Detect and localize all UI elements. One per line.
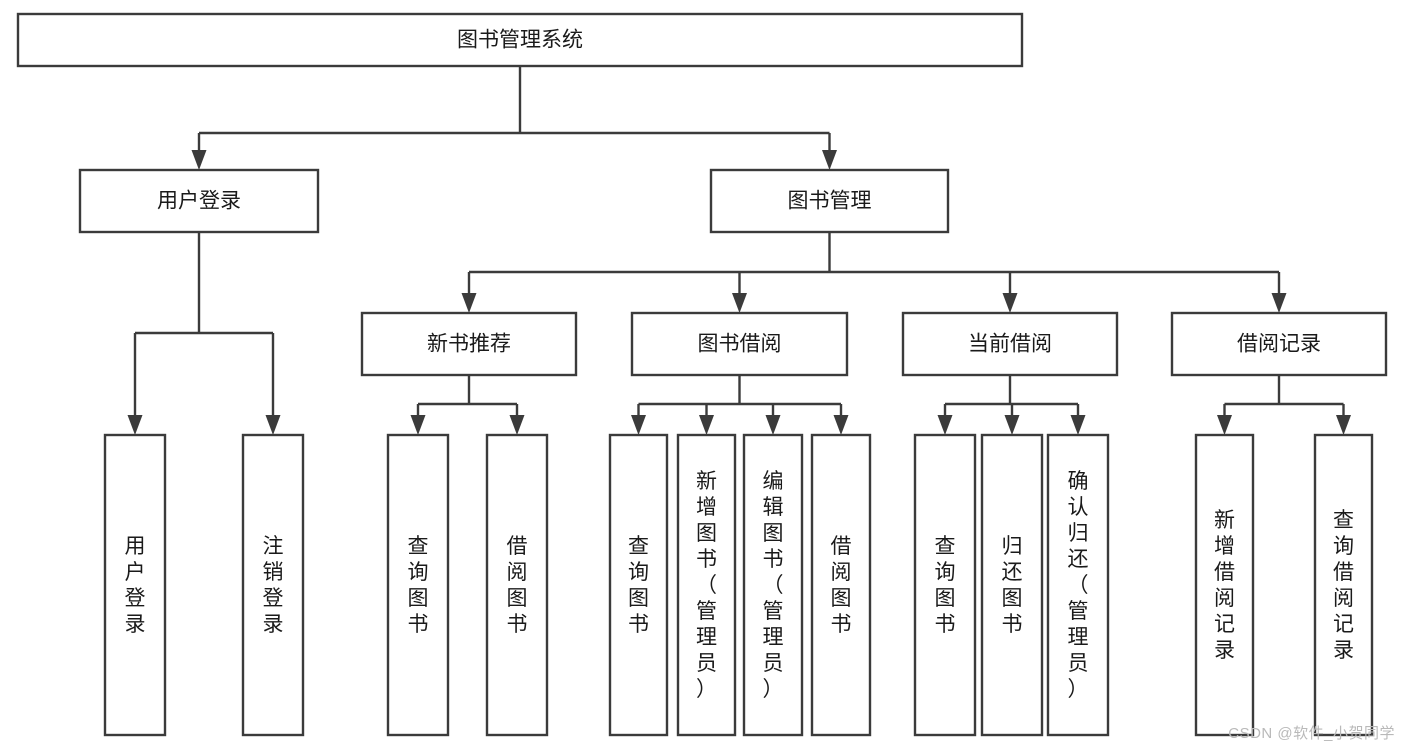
node-box [360,311,578,377]
node-leaf-user-login[interactable]: 用户登录 [103,433,167,737]
node-box [709,168,950,234]
arrowhead-icon [1217,415,1232,435]
arrowhead-icon [732,293,747,313]
node-box [78,168,320,234]
node-label: 查询借阅记录 [1333,509,1354,662]
node-leaf-borrow-book-2[interactable]: 借阅图书 [810,433,872,737]
node-label: 借阅图书 [831,535,852,636]
node-box [810,433,872,737]
node-box [1194,433,1255,737]
node-book-manage[interactable]: 图书管理 [709,168,950,234]
node-box [742,433,804,737]
node-label: 用户登录 [157,190,241,213]
node-label: 查询图书 [628,535,649,636]
arrowhead-icon [1336,415,1351,435]
connector-group-root [191,66,837,170]
node-leaf-logout[interactable]: 注销登录 [241,433,305,737]
node-box [630,311,849,377]
node-box [1170,311,1388,377]
node-label: 查询图书 [408,535,429,636]
node-label: 新增图书（管理员） [696,470,717,701]
arrowhead-icon [833,415,849,435]
node-label: 借阅图书 [507,535,528,636]
arrowhead-icon [1070,415,1086,435]
arrowhead-icon [822,150,837,170]
node-box [1046,433,1110,737]
arrowhead-icon [1271,293,1287,313]
node-label: 当前借阅 [968,333,1052,356]
node-box [608,433,669,737]
node-new-book-recommend[interactable]: 新书推荐 [360,311,578,377]
node-label: 新书推荐 [427,333,511,356]
node-leaf-query-book-3[interactable]: 查询图书 [913,433,977,737]
arrowhead-icon [265,415,281,435]
node-box [1313,433,1374,737]
node-label: 归还图书 [1002,535,1023,636]
node-label: 注销登录 [263,535,284,636]
connector-group-user-login [127,232,281,435]
arrowhead-icon [191,150,207,170]
node-borrow-record[interactable]: 借阅记录 [1170,311,1388,377]
node-label: 图书借阅 [698,333,782,356]
node-label: 图书管理系统 [457,29,583,52]
node-leaf-confirm-return-admin[interactable]: 确认归还（管理员） [1046,433,1110,737]
node-label: 图书管理 [788,190,872,213]
node-label: 用户登录 [125,535,146,636]
node-leaf-query-borrow-record[interactable]: 查询借阅记录 [1313,433,1374,737]
arrowhead-icon [1004,415,1020,435]
node-box [103,433,167,737]
node-book-borrow[interactable]: 图书借阅 [630,311,849,377]
node-leaf-edit-book-admin[interactable]: 编辑图书（管理员） [742,433,804,737]
node-box [485,433,549,737]
node-box [980,433,1044,737]
node-box [386,433,450,737]
arrowhead-icon [127,415,143,435]
arrowhead-icon [937,415,953,435]
node-leaf-borrow-book-1[interactable]: 借阅图书 [485,433,549,737]
node-box [676,433,737,737]
node-box [901,311,1119,377]
node-box [16,12,1024,68]
node-label: 确认归还（管理员） [1068,470,1089,701]
node-label: 借阅记录 [1237,333,1321,356]
node-user-login[interactable]: 用户登录 [78,168,320,234]
node-current-borrow[interactable]: 当前借阅 [901,311,1119,377]
node-box [913,433,977,737]
arrowhead-icon [631,415,646,435]
node-leaf-add-borrow-record[interactable]: 新增借阅记录 [1194,433,1255,737]
arrowhead-icon [699,415,714,435]
node-label: 查询图书 [935,535,956,636]
arrowhead-icon [765,415,781,435]
arrowhead-icon [509,415,525,435]
node-label: 新增借阅记录 [1214,509,1235,662]
connector-group-borrow-record [1217,375,1351,435]
node-label: 编辑图书（管理员） [763,470,784,701]
connector-group-current-borrow [937,375,1086,435]
nodes-layer: 图书管理系统用户登录图书管理新书推荐图书借阅当前借阅借阅记录用户登录注销登录查询… [16,12,1388,737]
node-leaf-add-book-admin[interactable]: 新增图书（管理员） [676,433,737,737]
connector-group-book-borrow [631,375,849,435]
connectors-layer [127,66,1351,435]
arrowhead-icon [1002,293,1018,313]
node-box [241,433,305,737]
node-leaf-return-book[interactable]: 归还图书 [980,433,1044,737]
node-leaf-query-book-1[interactable]: 查询图书 [386,433,450,737]
node-leaf-query-book-2[interactable]: 查询图书 [608,433,669,737]
connector-group-book-manage [461,232,1287,313]
node-root[interactable]: 图书管理系统 [16,12,1024,68]
connector-group-new-book-recommend [410,375,525,435]
arrowhead-icon [461,293,477,313]
arrowhead-icon [410,415,426,435]
